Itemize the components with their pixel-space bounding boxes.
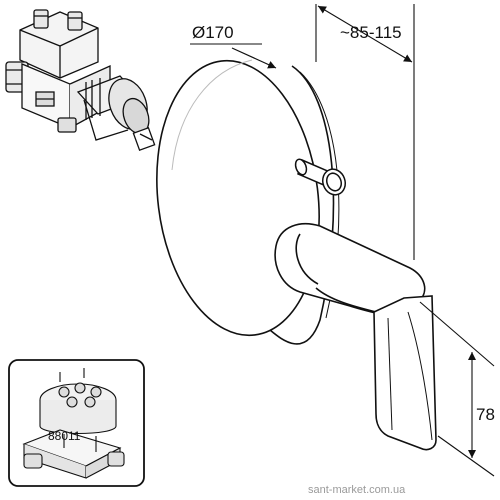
diameter-label: Ø170 bbox=[192, 23, 234, 42]
projection-dimension-line bbox=[317, 5, 413, 63]
height-label: 78 bbox=[476, 405, 495, 424]
projection-label: ~85-115 bbox=[340, 23, 402, 42]
height-extension-top bbox=[419, 301, 495, 367]
diameter-leader-line bbox=[231, 47, 277, 69]
part-number-label: 88011 bbox=[48, 429, 81, 443]
mounting-body-illustration bbox=[22, 368, 125, 479]
projection-dimension bbox=[315, 4, 415, 260]
diverter-knob bbox=[294, 158, 347, 196]
height-extension-bottom bbox=[437, 435, 495, 477]
diameter-dimension: Ø170 bbox=[190, 23, 277, 69]
inset-box: 88011 bbox=[8, 359, 145, 487]
mixer-lever-handle bbox=[274, 222, 437, 451]
lever-height-dimension bbox=[419, 301, 495, 477]
cover-plate bbox=[156, 59, 340, 345]
rough-in-valve-illustration bbox=[5, 9, 156, 152]
watermark-text: sant-market.com.ua bbox=[308, 484, 406, 496]
